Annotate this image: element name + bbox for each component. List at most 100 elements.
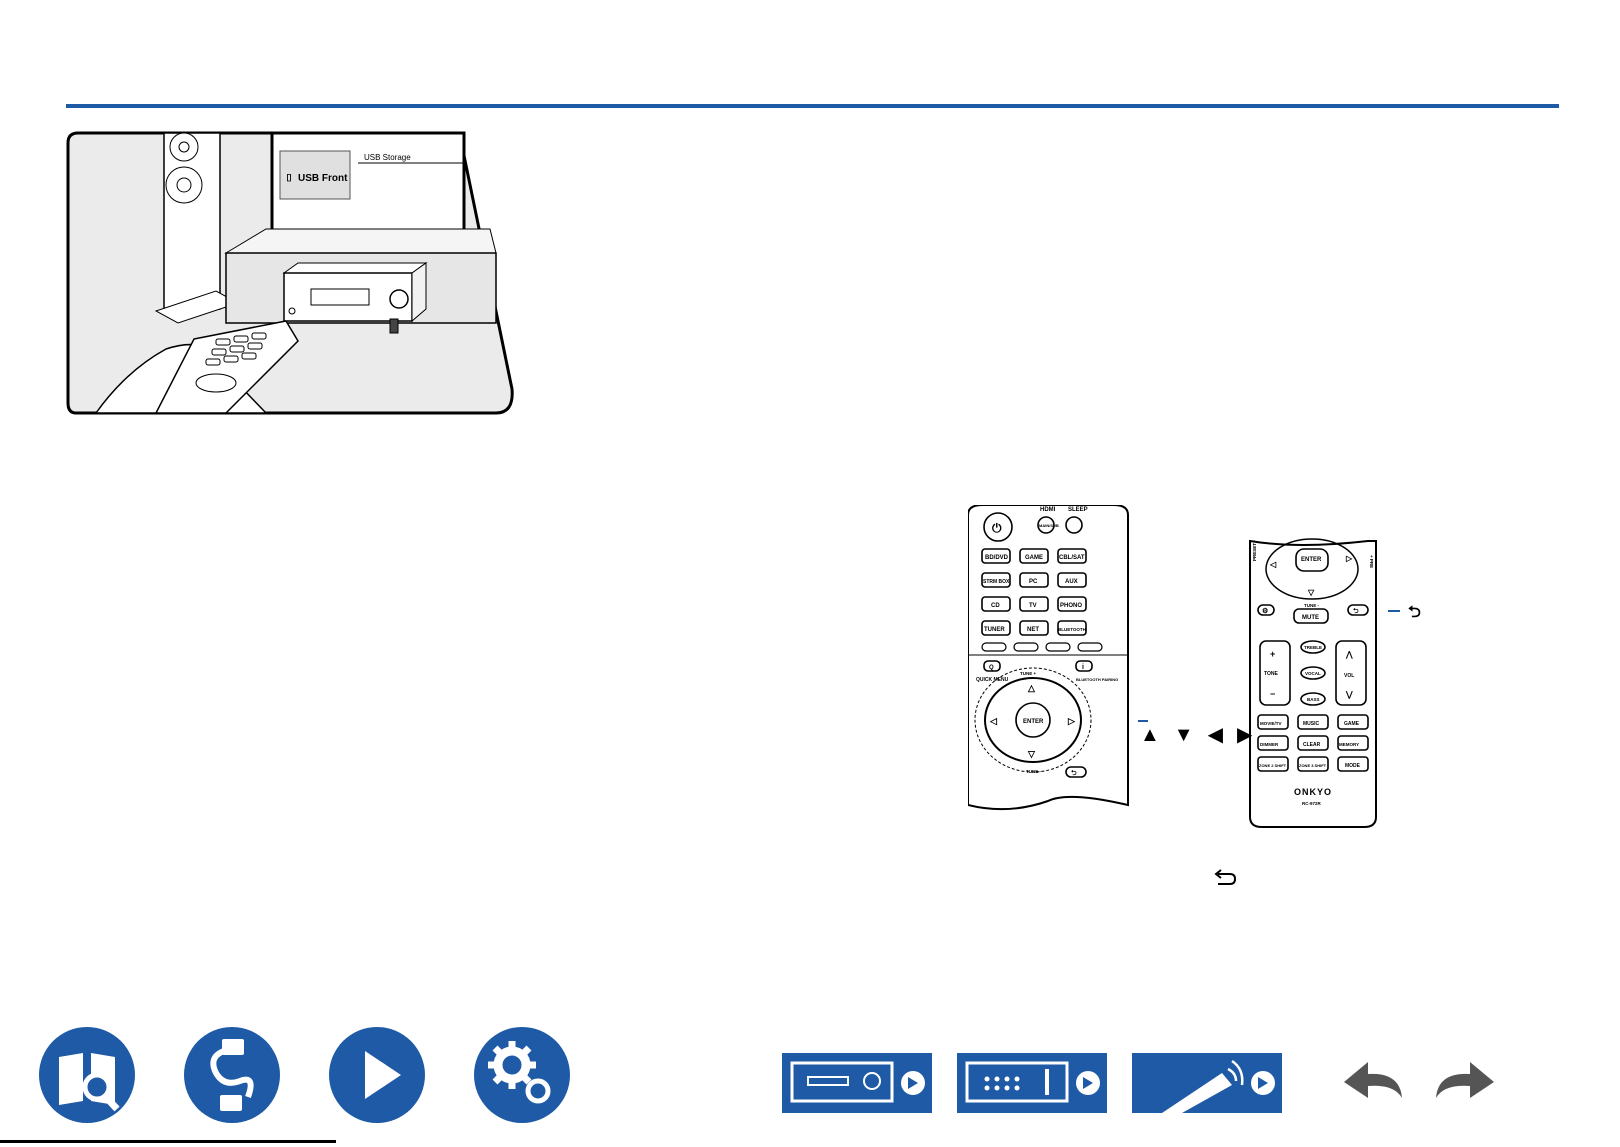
redo-icon[interactable] — [1428, 1058, 1498, 1110]
input-button-strm-box[interactable] — [981, 572, 1011, 588]
usb-front-scene-illustration: ⌷ USB Front USB Storage — [66, 131, 514, 415]
page-progress-rule — [0, 1140, 336, 1143]
svg-text:CLEAR: CLEAR — [1303, 742, 1321, 748]
input-button-pc[interactable] — [1019, 572, 1049, 588]
input-button-cd[interactable] — [981, 596, 1011, 612]
screen-header: USB Storage — [364, 153, 411, 162]
zone2-shift-button[interactable] — [1257, 756, 1289, 772]
tune-label: TUNE - — [1304, 603, 1320, 608]
down-arrow-icon: ▼ — [1173, 724, 1194, 746]
next-button[interactable] — [1077, 642, 1103, 652]
mute-button[interactable] — [1293, 608, 1329, 624]
mode-button-clear[interactable] — [1297, 735, 1329, 751]
left-down-arrow-icon[interactable]: ▽ — [1027, 749, 1036, 759]
info-button[interactable] — [1075, 660, 1093, 672]
svg-text:TUNER: TUNER — [984, 627, 1005, 633]
input-button-tv[interactable] — [1019, 596, 1049, 612]
svg-text:CD: CD — [991, 603, 1000, 609]
mute-label: MUTE — [1302, 615, 1319, 621]
left-right-arrow-icon[interactable]: ▷ — [1067, 716, 1076, 726]
input-button-bd-dvd[interactable] — [981, 548, 1011, 564]
vocal-button[interactable] — [1300, 666, 1326, 680]
svg-text:⏻: ⏻ — [992, 521, 1002, 535]
left-arrow-icon: ◀ — [1207, 724, 1223, 746]
quick-menu-button[interactable] — [983, 660, 1001, 672]
remote-right: PRESET - + PRE ENTER ◁ ▷ ▽ ⚙ TUNE - MUTE… — [1249, 538, 1377, 828]
input-button-tuner[interactable] — [981, 620, 1011, 636]
mode-button-memory[interactable] — [1337, 735, 1369, 751]
front-panel-icon[interactable] — [782, 1053, 932, 1113]
mode-button-game[interactable] — [1337, 714, 1369, 730]
left-up-arrow-icon[interactable]: △ — [1027, 683, 1036, 693]
hdmi-sub-label: MAIN/SUB — [1039, 523, 1059, 528]
svg-text:i: i — [1082, 664, 1084, 671]
tune-down-label: TUNE - — [1026, 769, 1042, 774]
tone-rocker[interactable] — [1259, 640, 1291, 706]
input-button-bluetooth[interactable] — [1057, 620, 1087, 636]
svg-text:MUSIC: MUSIC — [1303, 721, 1320, 727]
svg-text:BASS: BASS — [1307, 697, 1320, 702]
gear-icon: ⚙ — [1262, 607, 1268, 615]
left-enter-button[interactable] — [1015, 702, 1051, 738]
svg-text:⌷: ⌷ — [286, 173, 292, 184]
rear-panel-icon[interactable] — [957, 1053, 1107, 1113]
right-left-arrow-icon[interactable]: ◁ — [1269, 560, 1277, 569]
svg-text:MODE: MODE — [1345, 763, 1361, 769]
mode-button-movie-tv[interactable] — [1257, 714, 1289, 730]
hdmi-label: HDMI — [1040, 507, 1056, 513]
right-preset-plus-label: + PRE — [1369, 555, 1374, 568]
hdmi-main-sub-button[interactable] — [1037, 516, 1055, 534]
svg-text:PHONO: PHONO — [1060, 603, 1082, 609]
up-arrow-icon: ▲ — [1140, 724, 1160, 746]
return-button[interactable] — [1065, 766, 1087, 778]
treble-button[interactable] — [1300, 640, 1326, 654]
remote-control-illustration: ⏻ HDMI SLEEP MAIN/SUB BD/DVD GAME CBL/SA… — [968, 505, 1421, 828]
right-right-arrow-icon[interactable]: ▷ — [1345, 554, 1353, 563]
svg-text:GAME: GAME — [1344, 721, 1360, 727]
svg-text:AUX: AUX — [1065, 579, 1078, 585]
input-button-cbl-sat[interactable] — [1057, 548, 1087, 564]
right-enter-button[interactable] — [1295, 548, 1329, 572]
mode-button-music[interactable] — [1297, 714, 1329, 730]
connections-icon[interactable] — [182, 1025, 282, 1125]
svg-text:ZONE 3 SHIFT: ZONE 3 SHIFT — [1299, 763, 1327, 768]
svg-text:TV: TV — [1029, 603, 1037, 609]
transport-button[interactable] — [981, 642, 1007, 652]
remote-icon[interactable] — [1132, 1053, 1282, 1113]
svg-text:STRM BOX: STRM BOX — [983, 579, 1010, 585]
svg-text:⋀: ⋀ — [1345, 650, 1353, 659]
previous-button[interactable] — [1045, 642, 1071, 652]
mode-button-dimmer[interactable] — [1257, 735, 1289, 751]
bass-button[interactable] — [1300, 692, 1326, 706]
zone3-shift-button[interactable] — [1297, 756, 1329, 772]
volume-rocker[interactable] — [1335, 640, 1367, 706]
svg-text:BD/DVD: BD/DVD — [985, 555, 1009, 561]
right-enter-label: ENTER — [1301, 557, 1322, 563]
return-note-icon — [1214, 869, 1237, 885]
input-button-aux[interactable] — [1057, 572, 1087, 588]
screen-title: USB Front — [298, 173, 348, 184]
undo-icon[interactable] — [1340, 1058, 1410, 1110]
transport-buttons — [981, 642, 1103, 652]
right-preset-minus-label: PRESET - — [1252, 540, 1257, 561]
power-button[interactable] — [983, 512, 1013, 542]
input-button-net[interactable] — [1019, 620, 1049, 636]
tune-up-label: TUNE + — [1020, 671, 1037, 676]
mode-button-mode[interactable] — [1337, 756, 1369, 772]
bluetooth-pairing-label: BLUETOOTH PAIRING — [1076, 677, 1118, 682]
svg-text:ZONE 2 SHIFT: ZONE 2 SHIFT — [1259, 763, 1287, 768]
left-left-arrow-icon[interactable]: ◁ — [989, 716, 998, 726]
tone-label: TONE — [1264, 671, 1278, 677]
right-return-button[interactable] — [1347, 604, 1369, 616]
contents-icon[interactable] — [37, 1025, 137, 1125]
input-button-game[interactable] — [1019, 548, 1049, 564]
setup-icon[interactable] — [472, 1025, 572, 1125]
setup-button[interactable] — [1257, 604, 1275, 616]
svg-text:−: − — [1270, 689, 1275, 699]
right-down-arrow-icon[interactable]: ▽ — [1307, 588, 1315, 597]
input-button-phono[interactable] — [1057, 596, 1087, 612]
input-selector-grid: BD/DVD GAME CBL/SAT STRM BOX PC AUX CD T… — [981, 548, 1087, 636]
playback-icon[interactable] — [327, 1025, 427, 1125]
sleep-button[interactable] — [1065, 516, 1083, 534]
play-pause-button[interactable] — [1013, 642, 1039, 652]
